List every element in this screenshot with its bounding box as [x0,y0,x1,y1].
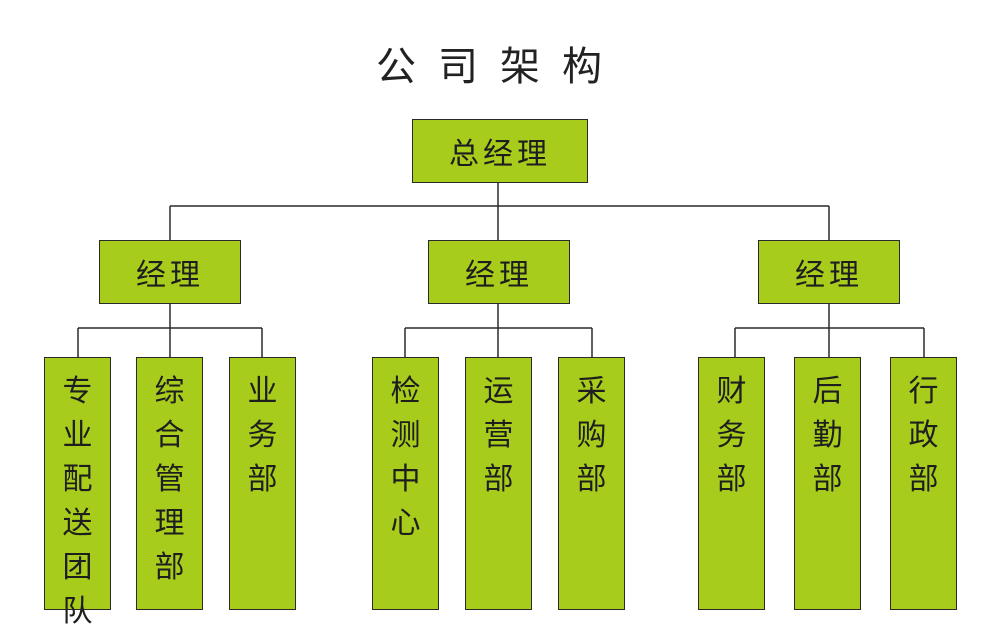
node-department: 专业配送团队 [44,357,111,629]
node-label: 检测中心 [390,374,421,541]
node-department: 财务部 [698,357,765,610]
node-department: 综合管理部 [136,357,203,610]
node-manager-3: 经理 [758,240,900,304]
node-label: 总经理 [449,137,551,172]
node-label: 采购部 [576,374,607,497]
node-label: 综合管理部 [154,374,185,585]
node-department: 检测中心 [372,357,439,610]
node-general-manager: 总经理 [412,119,588,183]
chart-title: 公司架构 [376,44,624,90]
node-label: 经理 [465,258,533,293]
node-department: 业务部 [229,357,296,610]
node-label: 经理 [795,258,863,293]
node-label: 行政部 [908,374,939,497]
node-manager-1: 经理 [99,240,241,304]
node-department: 行政部 [890,357,957,610]
node-department: 运营部 [465,357,532,610]
node-label: 经理 [136,258,204,293]
node-manager-2: 经理 [428,240,570,304]
node-department: 采购部 [558,357,625,610]
node-label: 专业配送团队 [62,374,93,629]
node-label: 业务部 [247,374,278,497]
node-label: 后勤部 [812,374,843,497]
node-department: 后勤部 [794,357,861,610]
node-label: 运营部 [483,374,514,497]
node-label: 财务部 [716,374,747,497]
